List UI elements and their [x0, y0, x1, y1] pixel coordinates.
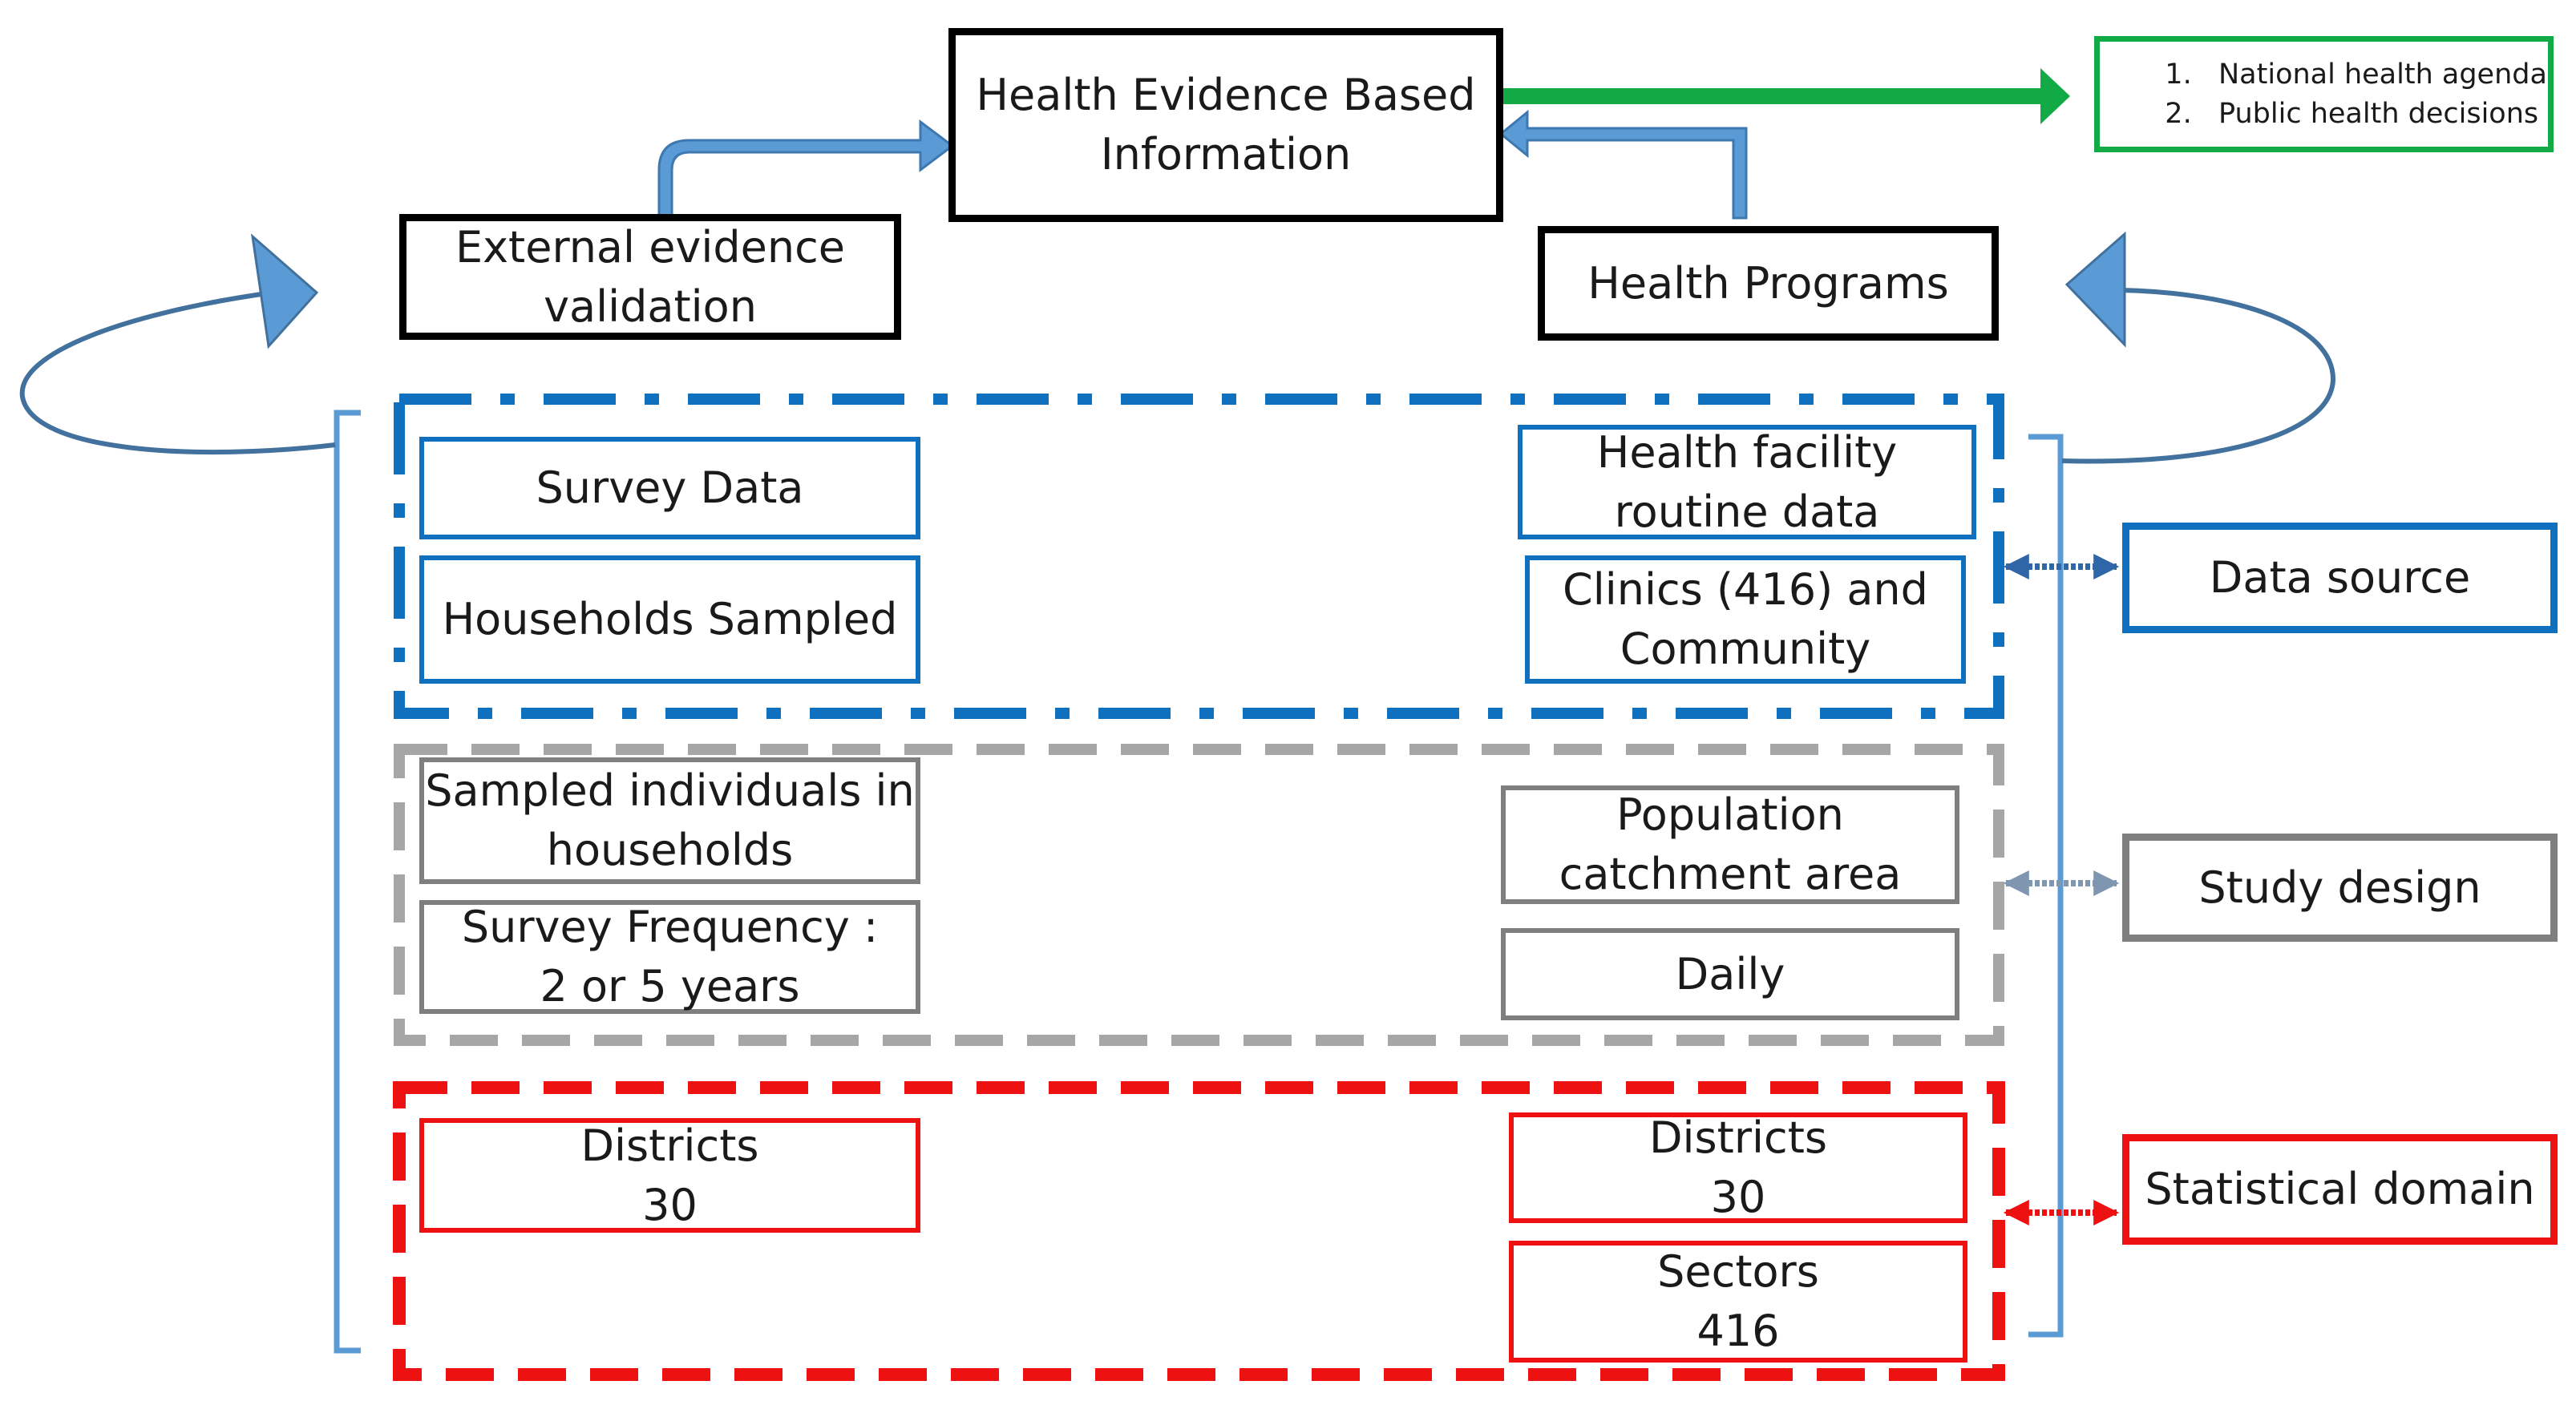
daily-label: Daily: [1675, 948, 1785, 999]
health-evidence-line1: Health Evidence Based: [976, 70, 1476, 120]
clinics-line2: Community: [1620, 624, 1871, 674]
survey-frequency-line2: 2 or 5 years: [540, 961, 800, 1011]
sampled-individuals-box: Sampled individuals in households: [419, 757, 920, 884]
health-facility-line1: Health facility: [1596, 426, 1898, 478]
left-districts-value: 30: [642, 1179, 698, 1230]
left-loop-arrowhead: [250, 233, 319, 349]
statistical-domain-label-box: Statistical domain: [2122, 1134, 2558, 1245]
health-programs-label: Health Programs: [1587, 257, 1949, 309]
external-to-hebi-arrow: [657, 119, 955, 220]
data-source-label: Data source: [2209, 552, 2471, 603]
outcome-item: 1. National health agenda: [2138, 55, 2547, 95]
survey-data-box: Survey Data: [419, 437, 920, 539]
left-bracket: [334, 410, 361, 1354]
outcome-text: Public health decisions: [2218, 97, 2539, 130]
sectors-label: Sectors: [1657, 1246, 1819, 1297]
sampled-individuals-line1: Sampled individuals in: [425, 765, 915, 816]
data-source-frame: [394, 394, 2004, 719]
programs-to-hebi-arrow: [1498, 109, 1748, 220]
population-catchment-box: Population catchment area: [1501, 785, 1959, 904]
clinics-box: Clinics (416) and Community: [1525, 555, 1966, 684]
external-evidence-line1: External evidence: [455, 221, 846, 273]
left-districts-label: Districts: [580, 1120, 759, 1171]
sectors-box: Sectors 416: [1509, 1241, 1967, 1363]
outcome-number: 1.: [2165, 58, 2192, 91]
health-facility-box: Health facility routine data: [1518, 425, 1976, 539]
green-outcome-arrow: [1499, 68, 2070, 124]
right-districts-box: Districts 30: [1509, 1112, 1967, 1223]
right-districts-label: Districts: [1648, 1112, 1828, 1163]
health-evidence-box: Health Evidence Based Information: [948, 28, 1503, 222]
left-loop-arrow: [19, 290, 336, 455]
data-source-label-box: Data source: [2122, 523, 2558, 633]
sectors-value: 416: [1696, 1306, 1780, 1356]
right-loop-arrow: [2061, 288, 2336, 464]
external-evidence-box: External evidence validation: [399, 214, 901, 340]
households-sampled-box: Households Sampled: [419, 555, 920, 684]
statistical-domain-label: Statistical domain: [2145, 1164, 2535, 1214]
households-sampled-label: Households Sampled: [442, 594, 898, 644]
health-evidence-line2: Information: [1100, 129, 1352, 180]
study-design-label: Study design: [2198, 862, 2481, 913]
outcomes-box: 1. National health agenda 2. Public heal…: [2094, 36, 2554, 152]
right-loop-arrowhead: [2064, 231, 2126, 348]
health-programs-box: Health Programs: [1538, 226, 1999, 341]
external-evidence-line2: validation: [544, 281, 757, 332]
clinics-line1: Clinics (416) and: [1563, 564, 1928, 615]
statistical-domain-frame: [393, 1081, 2005, 1381]
population-line2: catchment area: [1559, 849, 1902, 899]
health-facility-line2: routine data: [1614, 486, 1880, 537]
left-districts-box: Districts 30: [419, 1118, 920, 1233]
outcome-item: 2. Public health decisions: [2138, 95, 2538, 134]
daily-box: Daily: [1501, 928, 1959, 1020]
survey-frequency-line1: Survey Frequency :: [461, 902, 879, 952]
outcome-text: National health agenda: [2218, 58, 2547, 91]
sampled-individuals-line2: households: [546, 825, 794, 875]
right-districts-value: 30: [1710, 1172, 1766, 1222]
outcome-number: 2.: [2165, 97, 2192, 130]
study-design-label-box: Study design: [2122, 834, 2558, 942]
survey-frequency-box: Survey Frequency : 2 or 5 years: [419, 900, 920, 1014]
population-line1: Population: [1616, 789, 1844, 840]
survey-data-label: Survey Data: [536, 462, 804, 513]
study-design-frame: [394, 744, 2004, 1046]
